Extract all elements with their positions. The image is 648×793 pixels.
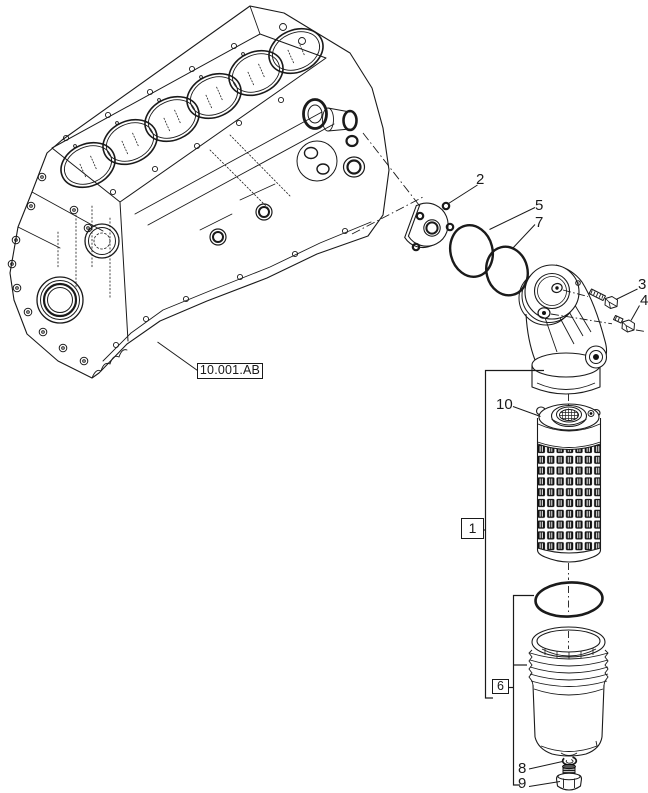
callout-9[interactable]: 9 — [518, 775, 527, 792]
bolt-centerlines — [550, 289, 646, 332]
o-ring-7-drawing — [485, 245, 529, 297]
callout-2[interactable]: 2 — [476, 171, 485, 188]
projection-centerlines — [351, 132, 427, 235]
bolt-3-drawing — [588, 288, 618, 309]
callout-box-1[interactable]: 1 — [461, 518, 484, 539]
filter-element-drawing — [535, 403, 602, 563]
gasket-drawing — [404, 201, 455, 252]
bowl-o-ring-drawing — [534, 581, 604, 618]
callout-10[interactable]: 10 — [496, 396, 513, 413]
callout-8[interactable]: 8 — [518, 760, 527, 777]
bracket-6 — [509, 594, 534, 786]
drain-plug-drawing — [555, 763, 583, 791]
callout-7[interactable]: 7 — [535, 214, 544, 231]
callout-4[interactable]: 4 — [640, 292, 648, 309]
o-ring-5-drawing — [448, 224, 495, 278]
engine-block-drawing — [7, 5, 390, 379]
engine-block-ref-link[interactable]: 10.001.AB — [197, 363, 263, 379]
washer-drawing — [561, 756, 578, 766]
callout-3[interactable]: 3 — [638, 276, 647, 293]
filter-head-drawing — [518, 264, 608, 395]
callout-box-6[interactable]: 6 — [492, 679, 509, 694]
bolt-4-drawing — [613, 315, 635, 333]
leader-lines — [157, 184, 640, 787]
callout-5[interactable]: 5 — [535, 197, 544, 214]
